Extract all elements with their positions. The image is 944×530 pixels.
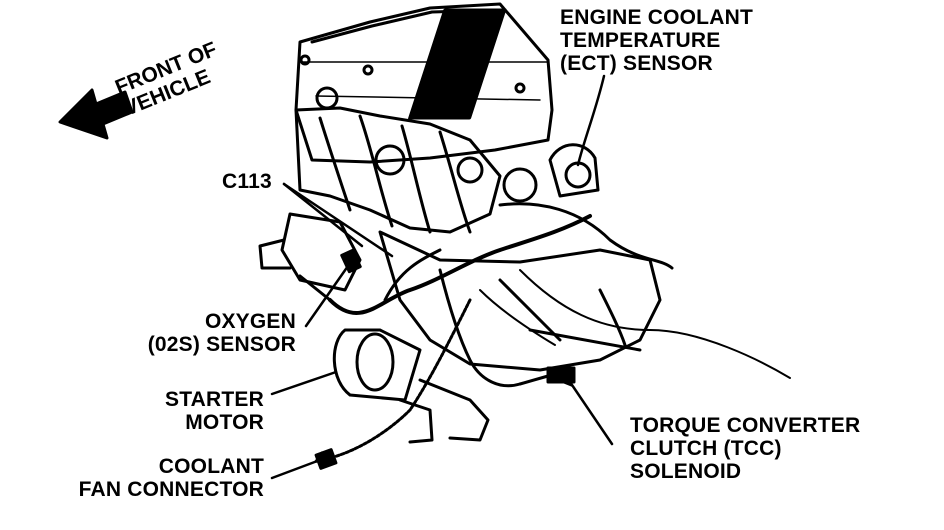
oxygen-sensor-label: OXYGEN (02S) SENSOR [147,310,296,356]
leader-ect [576,74,606,167]
valve-cover-ribs [408,8,507,120]
wiring-harness [328,214,592,315]
leader-starter [270,370,338,396]
engine-block [378,230,662,372]
thermostat-housing [548,143,600,198]
intake-manifold [294,106,502,234]
o2-connector [340,248,362,274]
leader-tcc [568,380,614,446]
valve-cover [294,2,554,164]
starter-body [332,328,422,402]
coolant-fan-connector-label: COOLANT FAN CONNECTOR [78,455,264,501]
leader-fan [270,458,322,480]
leader-c113a [282,182,364,248]
starter-motor-label: STARTER MOTOR [164,388,264,434]
leader-c113b [282,182,394,258]
c113-label: C113 [222,170,272,193]
front-arrow [58,88,134,140]
leader-oxygen [304,264,350,328]
tcc-solenoid-label: TORQUE CONVERTER CLUTCH (TCC) SOLENOID [630,414,861,483]
ect-sensor-label: ENGINE COOLANT TEMPERATURE (ECT) SENSOR [560,6,753,75]
